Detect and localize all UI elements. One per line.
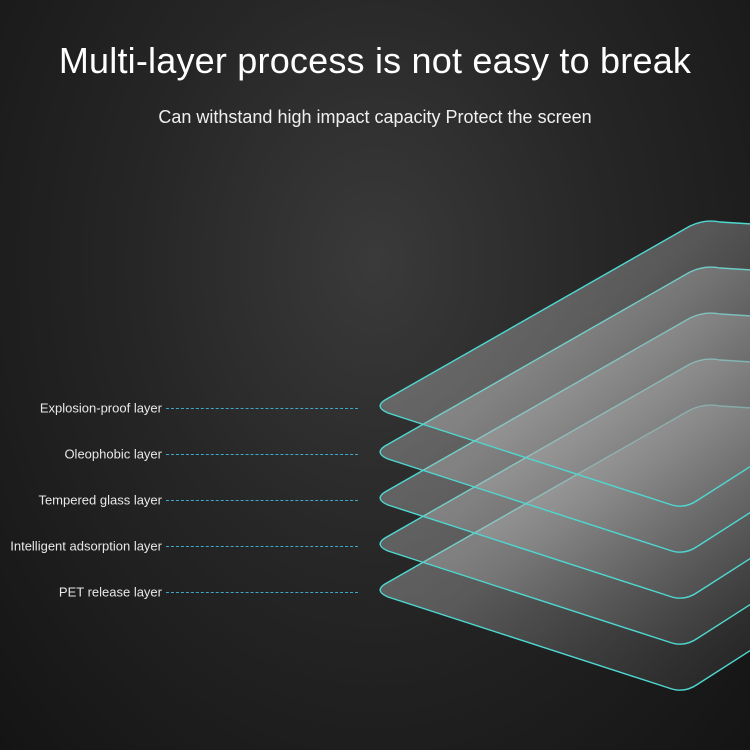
leader-line [166, 454, 358, 455]
page-subtitle: Can withstand high impact capacity Prote… [158, 107, 592, 127]
leader-line [166, 500, 358, 501]
page-title: Multi-layer process is not easy to break [58, 40, 692, 81]
layer-label: Explosion-proof layer [39, 400, 162, 416]
layer-label: Intelligent adsorption layer [10, 538, 162, 554]
leader-line [166, 546, 358, 547]
glass-layer [379, 220, 750, 507]
layer-label: Tempered glass layer [38, 492, 162, 508]
leader-line [166, 408, 358, 409]
leader-line [166, 592, 358, 593]
layer-label: Oleophobic layer [64, 446, 162, 462]
layer-label: PET release layer [58, 584, 162, 600]
